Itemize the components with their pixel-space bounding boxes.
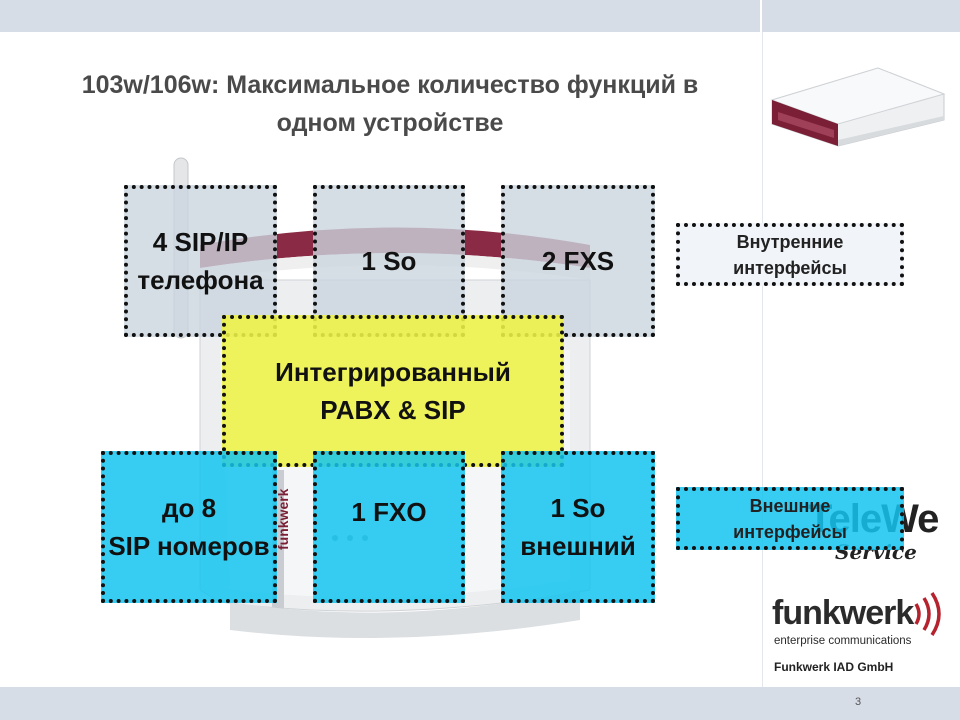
company-name: Funkwerk IAD GmbH [774, 660, 894, 674]
legend-external-line-2: интерфейсы [733, 521, 847, 542]
box-sip-phones: 4 SIP/IP телефона [124, 185, 277, 337]
funkwerk-tagline: enterprise communications [774, 635, 912, 647]
box-sip-phones-line-1: 4 SIP/IP [152, 227, 249, 257]
band-separator [760, 0, 762, 32]
right-divider [762, 32, 763, 687]
page-number: 3 [854, 696, 862, 708]
box-sip-phones-line-2: телефона [137, 265, 264, 295]
title-line-2: одном устройстве [276, 109, 504, 137]
box-so-external-line-1: 1 So [550, 493, 606, 523]
bottom-band [0, 687, 960, 720]
box-fxs: 2 FXS [501, 185, 655, 337]
svg-text:funkwerk: funkwerk [275, 488, 291, 550]
funkwerk-waves-icon [914, 592, 941, 636]
box-so-external: 1 So внешний [501, 451, 655, 603]
legend-external-line-1: Внешние [749, 495, 831, 516]
box-pabx-line-2: PABX & SIP [320, 395, 466, 425]
box-sip-numbers: до 8 SIP номеров [101, 451, 277, 603]
box-fxo: 1 FXO [313, 451, 465, 603]
box-sip-numbers-line-2: SIP номеров [108, 531, 270, 561]
box-sip-numbers-line-1: до 8 [161, 493, 217, 523]
box-pabx-line-1: Интегрированный [275, 357, 511, 387]
router-thumbnail [770, 67, 946, 147]
title-line-1: 103w/106w: Максимальное количество функц… [81, 71, 699, 99]
top-band [0, 0, 960, 32]
box-so-external-line-2: внешний [520, 531, 636, 561]
box-pabx: Интегрированный PABX & SIP [222, 315, 564, 467]
slide-title: 103w/106w: Максимальное количество функц… [40, 66, 740, 142]
box-fxo-line-1: 1 FXO [351, 497, 427, 527]
legend-external-interfaces: Внешние интерфейсы [676, 487, 904, 550]
box-so-internal-line-1: 1 So [361, 246, 417, 276]
funkwerk-logo: funkwerk [772, 594, 914, 632]
legend-internal-line-1: Внутренние [736, 231, 844, 252]
box-fxs-line-1: 2 FXS [541, 246, 615, 276]
legend-internal-line-2: интерфейсы [733, 257, 847, 278]
legend-internal-interfaces: Внутренние интерфейсы [676, 223, 904, 286]
